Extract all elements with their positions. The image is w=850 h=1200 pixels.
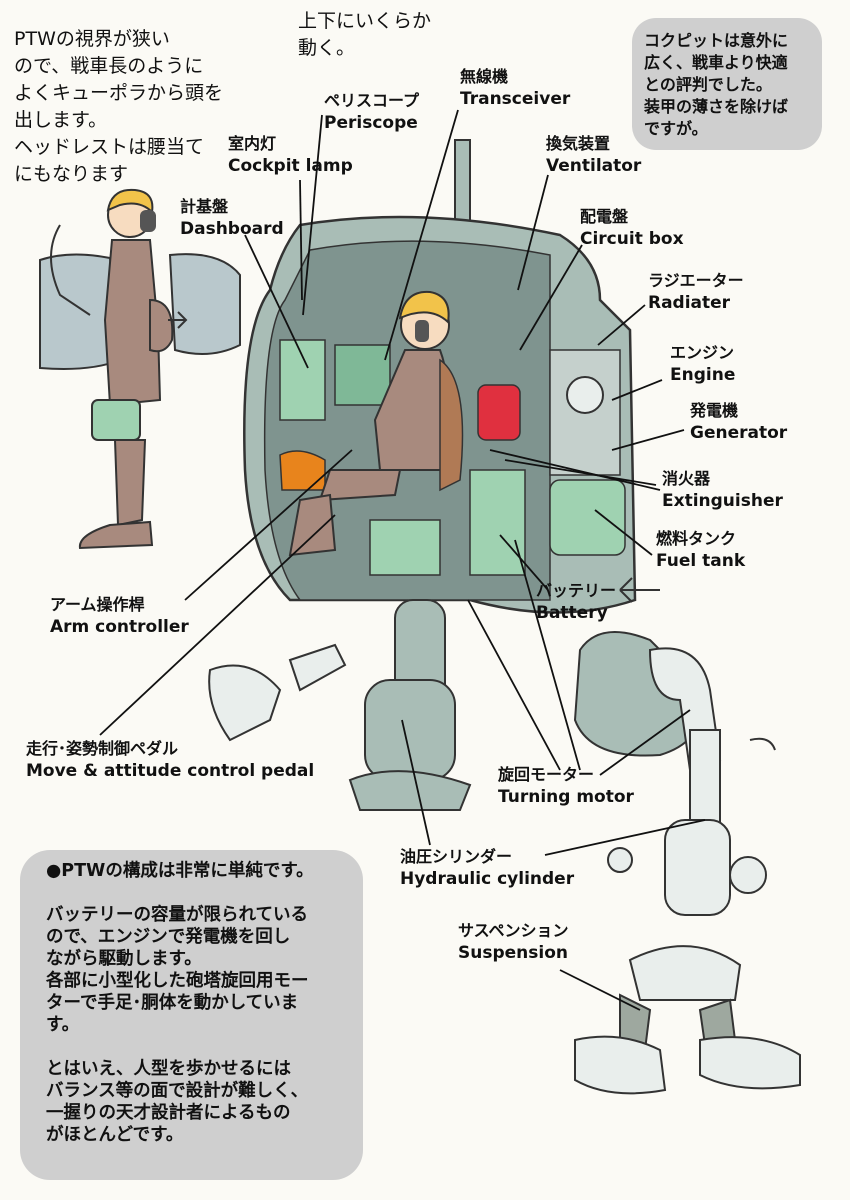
note-box-top-right: コクピットは意外に 広く、戦車より快適 との評判でした。 装甲の薄さを除けば で… (632, 18, 822, 150)
note-top-right-text: コクピットは意外に 広く、戦車より快適 との評判でした。 装甲の薄さを除けば で… (644, 31, 789, 138)
note-box-bottom-left: ●PTWの構成は非常に単純です。 バッテリーの容量が限られている ので、エンジン… (20, 850, 363, 1180)
detached-leg (573, 577, 801, 1095)
note-bottom-left-text: ●PTWの構成は非常に単純です。 バッテリーの容量が限られている ので、エンジン… (46, 861, 314, 1145)
leader-lines (99, 109, 706, 1011)
standing-pilot-figure (39, 188, 241, 550)
ptw-main-body (243, 139, 637, 614)
handwritten-note-left: PTWの視界が狭い ので、戦車長のように よくキューポラから頭を 出します。 ヘ… (14, 28, 224, 185)
handwritten-note-top: 上下にいくらか 動く。 (298, 10, 432, 59)
ptw-legs (208, 599, 472, 811)
